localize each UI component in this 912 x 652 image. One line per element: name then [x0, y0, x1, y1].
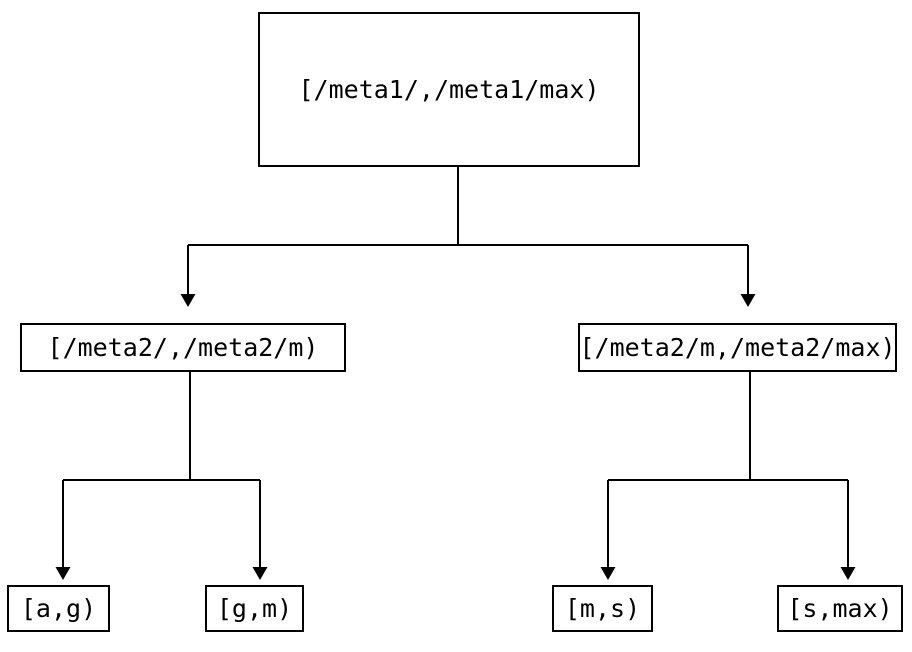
- tree-node-label: [/meta1/,/meta1/max): [298, 75, 600, 104]
- tree-node-leaf-ag[interactable]: [a,g): [7, 585, 110, 632]
- tree-node-label: [/meta2/m,/meta2/max): [579, 333, 896, 362]
- edge-midright-smax: [749, 372, 856, 580]
- tree-node-label: [m,s): [564, 594, 641, 623]
- edge-root-midleft: [180, 167, 459, 307]
- tree-node-leaf-smax[interactable]: [s,max): [777, 585, 903, 632]
- arrowhead-icon: [840, 567, 856, 580]
- arrowhead-icon: [252, 567, 268, 580]
- tree-node-label: [s,max): [787, 594, 893, 623]
- tree-node-label: [a,g): [20, 594, 97, 623]
- tree-node-leaf-ms[interactable]: [m,s): [552, 585, 653, 632]
- tree-node-mid-right[interactable]: [/meta2/m,/meta2/max): [578, 323, 897, 372]
- arrowhead-icon: [740, 294, 756, 307]
- edge-midright-ms: [600, 372, 751, 580]
- arrowhead-icon: [55, 567, 71, 580]
- edge-midleft-gm: [189, 372, 268, 580]
- tree-node-label: [g,m): [216, 594, 293, 623]
- arrowhead-icon: [600, 567, 616, 580]
- edge-root-midright: [457, 167, 756, 307]
- tree-node-mid-left[interactable]: [/meta2/,/meta2/m): [20, 323, 346, 372]
- tree-node-leaf-gm[interactable]: [g,m): [205, 585, 304, 632]
- tree-node-root[interactable]: [/meta1/,/meta1/max): [258, 12, 640, 167]
- arrowhead-icon: [180, 294, 196, 307]
- edge-midleft-ag: [55, 372, 191, 580]
- tree-node-label: [/meta2/,/meta2/m): [47, 333, 319, 362]
